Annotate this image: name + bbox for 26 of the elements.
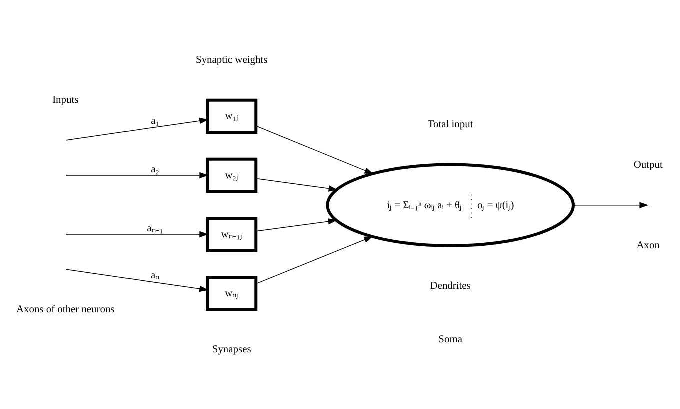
arrow — [66, 268, 209, 292]
node-box: wₙ₋₁ⱼ — [206, 216, 258, 252]
edge-label: a₁ — [151, 116, 160, 127]
arrow — [573, 202, 649, 208]
label: Output — [634, 159, 663, 170]
label: Axons of other neurons — [16, 304, 115, 316]
edge-label: aₙ — [150, 270, 160, 282]
node-box: w₂ⱼ — [206, 157, 258, 193]
arrow — [256, 125, 374, 174]
label: Synapses — [212, 344, 252, 355]
label: Total input — [428, 118, 474, 130]
node-box: w₁ⱼ — [206, 98, 258, 134]
arrow — [66, 117, 209, 140]
arrow — [66, 230, 209, 238]
label: Soma — [438, 334, 462, 346]
label: Inputs — [52, 94, 79, 106]
node-box: wₙⱼ — [206, 275, 258, 311]
arrow — [256, 218, 338, 232]
label: Dendrites — [430, 280, 471, 292]
arrow — [66, 172, 209, 178]
label: Axon — [636, 240, 660, 251]
arrow — [256, 178, 338, 192]
arrow — [256, 236, 374, 284]
label: Synaptic weights — [196, 54, 268, 66]
edge-label: aₙ₋₁ — [147, 223, 164, 234]
edge-label: a₂ — [151, 164, 160, 176]
